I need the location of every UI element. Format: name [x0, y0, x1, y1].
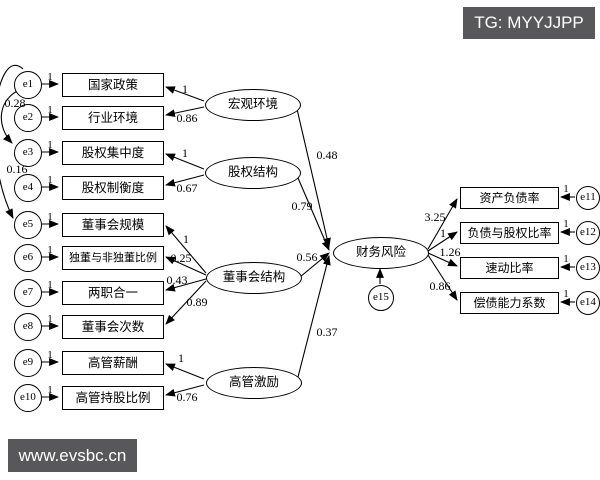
indicator-box-board-meetings: 董事会次数: [62, 315, 164, 339]
error-circle-e7: e7: [14, 279, 42, 307]
indicator-box-solvency-coefficient: 偿债能力系数: [460, 292, 559, 314]
error-circle-e9: e9: [14, 349, 42, 377]
watermark-site-badge: www.evsbc.cn: [8, 439, 137, 472]
path-coefficient: 0.37: [316, 325, 338, 339]
path-coefficient: 0.56: [296, 250, 318, 264]
error-weight: 1: [47, 174, 53, 186]
error-circle-e6: e6: [14, 244, 42, 272]
error-weight: 1: [563, 218, 569, 230]
loading-label: 1: [182, 146, 188, 160]
error-circle-e15: e15: [368, 285, 394, 311]
path-coefficient: 0.48: [316, 148, 338, 162]
indicator-box-asset-liability-ratio: 资产负债率: [460, 187, 559, 209]
error-circle-e4: e4: [14, 174, 42, 202]
loading-label: 1: [440, 226, 446, 240]
indicator-box-executive-pay: 高管薪酬: [62, 351, 164, 375]
loading-label: 1: [183, 232, 189, 246]
error-circle-e11: e11: [576, 186, 600, 210]
latent-oval-board-structure: 董事会结构: [206, 262, 302, 294]
error-weight: 1: [47, 384, 53, 396]
indicator-box-ownership-balance: 股权制衡度: [62, 176, 164, 200]
indicator-box-duality: 两职合一: [62, 281, 164, 305]
indicator-box-board-size: 董事会规模: [62, 213, 164, 237]
latent-oval-equity-structure: 股权结构: [205, 157, 301, 189]
loading-label: 1: [178, 351, 184, 365]
indicator-box-national-policy: 国家政策: [62, 73, 164, 97]
error-circle-e2: e2: [14, 104, 42, 132]
error-circle-e1: e1: [14, 71, 42, 99]
covariance-label: 0.28: [4, 96, 26, 110]
covariance-label: 0.16: [6, 162, 28, 176]
watermark-tag-badge: TG: MYYJJPP: [463, 7, 595, 39]
error-circle-e12: e12: [576, 221, 600, 245]
error-weight: 1: [563, 183, 569, 195]
error-weight: 1: [47, 244, 53, 256]
error-circle-e5: e5: [14, 211, 42, 239]
indicator-box-ownership-concentration: 股权集中度: [62, 141, 164, 165]
latent-oval-financial-risk: 财务风险: [333, 237, 429, 269]
error-circle-e3: e3: [14, 139, 42, 167]
error-circle-e8: e8: [14, 313, 42, 341]
error-weight: 1: [47, 349, 53, 361]
error-circle-e14: e14: [576, 291, 600, 315]
loading-label: 0.86: [176, 111, 198, 125]
indicator-box-quick-ratio: 速动比率: [460, 257, 559, 279]
loading-label: 0.89: [186, 295, 208, 309]
indicator-box-industry-env: 行业环境: [62, 106, 164, 130]
loading-label: 3.25: [424, 210, 446, 224]
error-weight: 1: [47, 71, 53, 83]
error-weight: 1: [47, 104, 53, 116]
loading-label: 0.76: [176, 390, 198, 404]
path-coefficient: 0.79: [291, 199, 313, 213]
error-weight: 1: [563, 253, 569, 265]
latent-oval-executive-incentive: 高管激励: [206, 367, 302, 399]
error-weight: 1: [563, 288, 569, 300]
loading-label: 0.43: [166, 273, 188, 287]
indicator-box-debt-equity-ratio: 负债与股权比率: [460, 222, 559, 244]
loading-label: 0.25: [170, 251, 192, 265]
error-weight: 1: [47, 279, 53, 291]
loading-label: 0.67: [176, 181, 198, 195]
error-weight: 1: [47, 139, 53, 151]
error-circle-e10: e10: [14, 384, 42, 412]
loading-label: 1: [182, 82, 188, 96]
error-weight: 1: [47, 313, 53, 325]
loading-label: 1.26: [439, 245, 461, 259]
loading-label: 0.86: [429, 279, 451, 293]
error-weight: 1: [47, 211, 53, 223]
latent-oval-macro-environment: 宏观环境: [205, 89, 301, 121]
indicator-box-independent-ratio: 独董与非独董比例: [62, 246, 164, 270]
indicator-box-executive-shareholding: 高管持股比例: [62, 386, 164, 410]
error-circle-e13: e13: [576, 256, 600, 280]
